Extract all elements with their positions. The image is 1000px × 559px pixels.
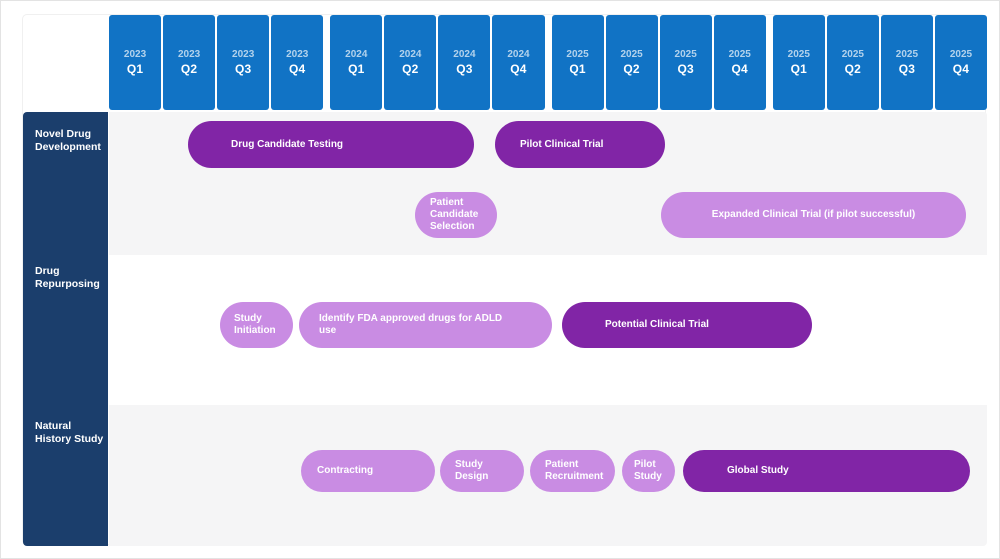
task-bar-patient-recruitment: Patient Recruitment <box>530 450 615 492</box>
quarter-label: Q3 <box>456 62 473 76</box>
row-group-label-natural-history-study: Natural History Study <box>35 420 104 445</box>
task-bar-potential-clinical-trial: Potential Clinical Trial <box>562 302 812 348</box>
task-bar-label: Study Initiation <box>234 313 276 336</box>
quarter-label: Q4 <box>952 62 970 76</box>
task-bar-pilot-clinical-trial: Pilot Clinical Trial <box>495 121 665 168</box>
year-label: 2025 <box>674 49 697 60</box>
quarter-label: Q3 <box>234 62 252 76</box>
year-label: 2023 <box>177 49 201 60</box>
quarter-label: Q3 <box>898 62 916 76</box>
task-bar-label: Study Design <box>455 459 489 482</box>
task-bar-global-study: Global Study <box>683 450 970 492</box>
year-label: 2024 <box>507 49 530 60</box>
quarter-label: Q3 <box>677 62 694 76</box>
task-bar-study-initiation: Study Initiation <box>220 302 293 348</box>
quarter-label: Q4 <box>510 62 527 76</box>
year-label: 2025 <box>728 49 751 60</box>
task-bar-label: Patient Recruitment <box>545 459 604 482</box>
row-group-label-drug-repurposing: Drug Repurposing <box>35 265 100 290</box>
task-bar-identify-fda-approved-drugs-for-adld-use: Identify FDA approved drugs for ADLD use <box>299 302 552 348</box>
task-bar-label: Patient Candidate Selection <box>430 197 479 232</box>
year-label: 2024 <box>345 49 368 60</box>
task-bar-expanded-clinical-trial-if-pilot-successful: Expanded Clinical Trial (if pilot succes… <box>661 192 966 238</box>
task-bar-pilot-study: Pilot Study <box>622 450 675 492</box>
year-label: 2025 <box>566 49 589 60</box>
task-bar-label: Expanded Clinical Trial (if pilot succes… <box>711 209 916 220</box>
task-bar-drug-candidate-testing: Drug Candidate Testing <box>188 121 474 168</box>
quarter-label: Q1 <box>569 62 586 76</box>
task-bar-patient-candidate-selection: Patient Candidate Selection <box>415 192 497 238</box>
year-label: 2023 <box>286 49 309 60</box>
year-label: 2024 <box>453 49 476 60</box>
quarter-label: Q4 <box>731 62 748 76</box>
task-bar-study-design: Study Design <box>440 450 524 492</box>
year-label: 2025 <box>787 49 810 60</box>
year-label: 2025 <box>949 49 973 60</box>
task-bar-label: Potential Clinical Trial <box>605 319 709 330</box>
task-bar-label: Pilot Clinical Trial <box>520 138 604 150</box>
year-label: 2025 <box>895 49 919 60</box>
row-group-sidebar: Novel Drug Development Drug Repurposing … <box>23 112 108 546</box>
year-label: 2023 <box>232 49 255 60</box>
row-group-label-novel-drug-development: Novel Drug Development <box>35 128 101 153</box>
year-label: 2025 <box>620 49 643 60</box>
quarter-label: Q1 <box>790 62 807 76</box>
quarter-label: Q2 <box>402 62 419 76</box>
task-bar-label: Pilot Study <box>634 459 662 482</box>
task-bar-label: Drug Candidate Testing <box>231 138 344 150</box>
task-bar-label: Global Study <box>727 465 789 476</box>
gantt-body: Drug Candidate Testing Pilot Clinical Tri… <box>109 112 987 546</box>
quarter-label: Q2 <box>180 62 198 76</box>
quarter-label: Q2 <box>844 62 862 76</box>
year-label: 2023 <box>123 49 147 60</box>
year-label: 2025 <box>841 49 864 60</box>
task-bar-contracting: Contracting <box>301 450 435 492</box>
quarter-label: Q1 <box>348 62 365 76</box>
task-bar-label: Contracting <box>317 465 374 476</box>
year-label: 2024 <box>399 49 422 60</box>
quarter-label: Q2 <box>623 62 640 76</box>
task-bar-label: Identify FDA approved drugs for ADLD use <box>319 313 503 336</box>
quarter-label: Q1 <box>126 62 144 76</box>
quarter-label: Q4 <box>289 62 306 76</box>
